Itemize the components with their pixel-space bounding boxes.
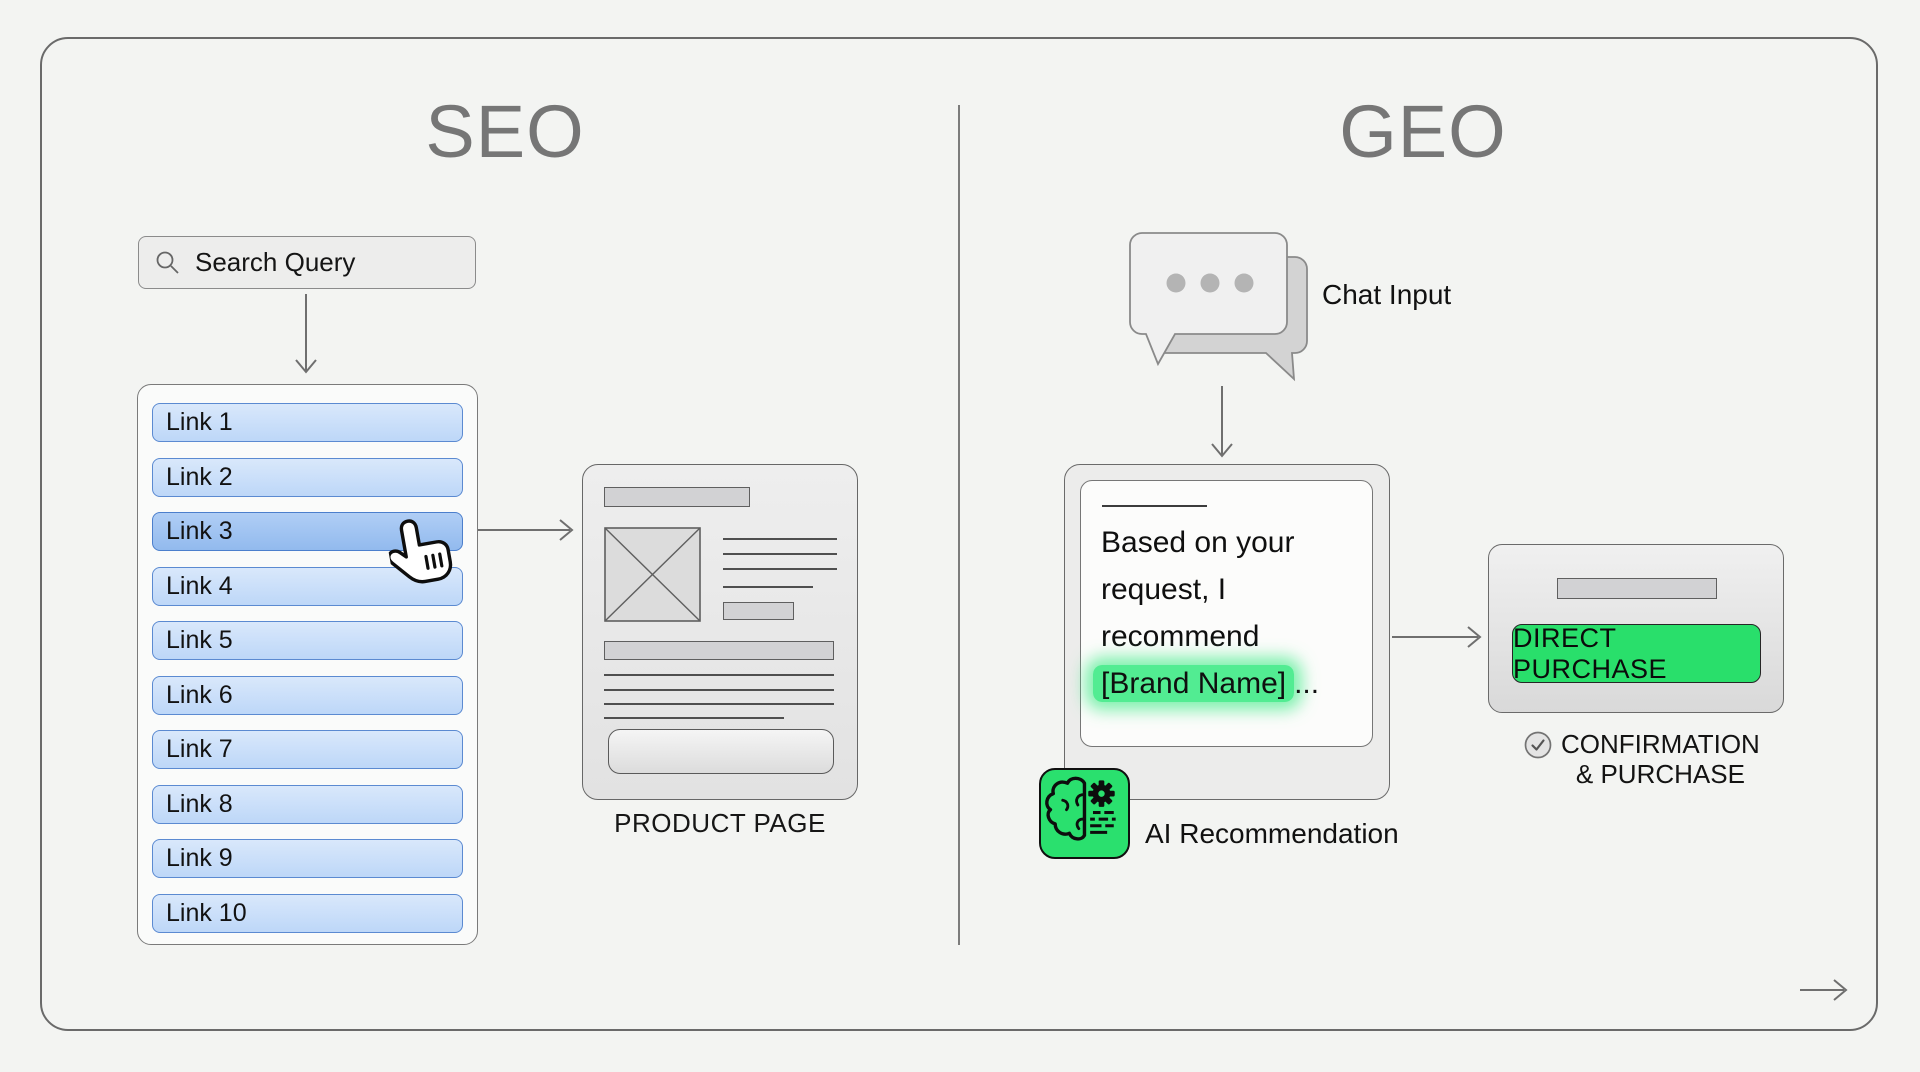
confirmation-row: CONFIRMATION & PURCHASE (1524, 729, 1760, 789)
product-page-wireframe (582, 464, 858, 800)
wireframe-text-line (604, 717, 784, 719)
wireframe-title-bar (604, 487, 750, 507)
ai-message-topline (1102, 505, 1207, 507)
brain-gear-icon (1045, 776, 1116, 841)
link-item-10[interactable]: Link 10 (152, 894, 463, 933)
link-item-8[interactable]: Link 8 (152, 785, 463, 824)
product-page-label: PRODUCT PAGE (614, 808, 826, 838)
brand-highlight: [Brand Name] (1093, 665, 1295, 702)
ai-message-panel: Based on your request, I recommend [Bran… (1080, 480, 1373, 747)
hand-cursor-icon (387, 519, 453, 584)
search-input[interactable]: Search Query (138, 236, 476, 289)
purchase-card: DIRECT PURCHASE (1488, 544, 1784, 713)
confirmation-line1: CONFIRMATION (1561, 729, 1760, 759)
wireframe-text-line (723, 586, 813, 588)
link-item-5[interactable]: Link 5 (152, 621, 463, 660)
wireframe-text-line (604, 703, 834, 705)
wireframe-cta-button (608, 729, 834, 774)
link-item-1[interactable]: Link 1 (152, 403, 463, 442)
ai-response-card: Based on your request, I recommend [Bran… (1064, 464, 1390, 800)
next-arrow-icon[interactable] (1800, 978, 1852, 1002)
link-item-7[interactable]: Link 7 (152, 730, 463, 769)
ai-message-after: ... (1294, 667, 1320, 700)
ai-message-before: Based on your request, I recommend (1101, 526, 1295, 653)
wireframe-text-line (604, 674, 834, 676)
chat-input-label: Chat Input (1322, 279, 1452, 310)
wireframe-text-line (723, 553, 837, 555)
ai-recommendation-label: AI Recommendation (1145, 818, 1399, 849)
direct-purchase-button[interactable]: DIRECT PURCHASE (1512, 623, 1761, 684)
geo-title: GEO (1339, 90, 1507, 173)
arrow-down-icon (1211, 386, 1233, 458)
ai-message-text: Based on your request, I recommend [Bran… (1093, 519, 1356, 707)
check-circle-icon (1524, 731, 1552, 759)
magnifier-icon (156, 251, 179, 274)
image-placeholder-icon (604, 527, 701, 622)
arrow-right-icon (1392, 626, 1482, 648)
wireframe-section-bar (604, 641, 834, 660)
gear-icon (1088, 780, 1115, 807)
confirmation-line2: & PURCHASE (1575, 759, 1745, 789)
wireframe-text-line (723, 568, 837, 570)
search-results-panel: Link 1 Link 2 Link 3 Link 4 Link 5 Link … (137, 384, 478, 945)
arrow-right-icon (478, 519, 574, 541)
wireframe-text-line (604, 689, 834, 691)
seo-title: SEO (425, 90, 585, 173)
purchase-title-bar (1557, 578, 1717, 599)
ai-badge (1039, 768, 1130, 859)
chat-bubbles-icon (1129, 232, 1308, 382)
search-query-text: Search Query (195, 247, 356, 277)
link-item-6[interactable]: Link 6 (152, 676, 463, 715)
wireframe-price-bar (723, 602, 794, 620)
link-item-2[interactable]: Link 2 (152, 458, 463, 497)
arrow-down-icon (295, 294, 317, 374)
confirmation-label: CONFIRMATION & PURCHASE (1561, 729, 1760, 789)
link-item-9[interactable]: Link 9 (152, 839, 463, 878)
wireframe-text-line (723, 538, 837, 540)
column-divider (958, 105, 960, 945)
